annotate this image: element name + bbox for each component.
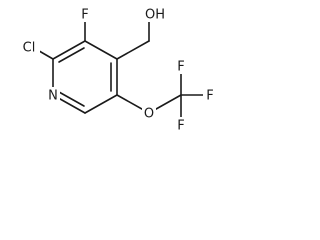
atom-f-ring: F (79, 6, 92, 23)
atom-cl: Cl (19, 39, 40, 56)
atom-label-f-cf3-bottom: F (177, 119, 184, 134)
atom-f-cf3-top: F (175, 58, 188, 75)
ring-bond-c2-c3 (52, 40, 86, 60)
atom-label-n: N (48, 89, 58, 104)
atom-f-cf3-right: F (203, 87, 217, 104)
ring-bond-c5-c6 (84, 94, 118, 114)
atom-oh: OH (142, 6, 166, 23)
atom-n: N (46, 87, 60, 104)
atom-f-cf3-bottom: F (175, 117, 188, 134)
atom-label-f-cf3-top: F (177, 60, 184, 75)
atom-label-f-cf3-right: F (206, 89, 213, 104)
ring-bond-c6-n-inner (58, 91, 85, 107)
atom-label-oh: OH (145, 8, 165, 23)
chemical-structure: N Cl F OH O F F F (19, 6, 217, 134)
ring-bond-c3-c4 (84, 40, 118, 60)
atom-label-o-ether: O (144, 107, 154, 122)
bond-c4-ch2 (116, 40, 150, 60)
ring-bond-c2-c3-inner (58, 47, 85, 63)
atom-o-ether: O (142, 105, 156, 122)
atom-label-cl: Cl (23, 41, 36, 56)
atom-label-f-ring: F (81, 8, 88, 23)
